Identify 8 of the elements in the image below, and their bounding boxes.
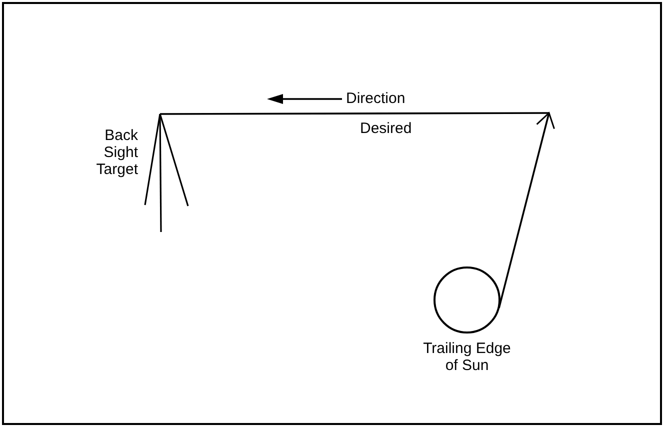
direction-label: Desired: [360, 120, 412, 137]
arrow: [498, 112, 555, 308]
direction-label: Direction: [346, 90, 406, 107]
line: [160, 112, 549, 115]
sun-circle: [433, 266, 501, 334]
back-sight-target-drawing: [143, 112, 190, 234]
node-caption: Back Sight Target: [95, 127, 138, 178]
node-caption: Trailing Edge of Sun: [422, 340, 512, 374]
